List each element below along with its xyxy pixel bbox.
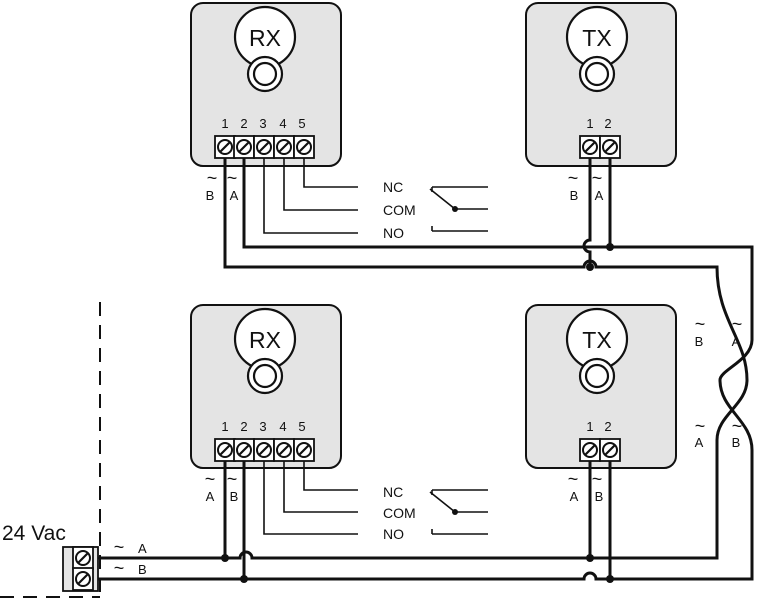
wire-label: B [206, 188, 215, 203]
wire-label: A [595, 188, 604, 203]
terminal-number: 5 [298, 419, 305, 434]
tilde-symbol: ~ [114, 558, 125, 578]
tilde-symbol: ~ [695, 416, 706, 436]
com-label: COM [383, 202, 416, 218]
terminal-number: 3 [259, 116, 266, 131]
nc-label: NC [383, 484, 403, 500]
rx-label: RX [249, 25, 281, 51]
tilde-symbol: ~ [568, 168, 579, 188]
rx-unit-top: RX 1 2 3 4 5 [190, 2, 342, 167]
terminal-number: 2 [240, 116, 247, 131]
wire-cross-lower-2 [588, 379, 749, 560]
tx-label: TX [582, 327, 611, 353]
junction-dots [221, 243, 614, 583]
cross-label: B [695, 334, 704, 349]
tilde-symbol: ~ [227, 168, 238, 188]
terminal-block [213, 134, 316, 160]
tilde-symbol: ~ [732, 314, 743, 334]
wire-label: B [595, 489, 604, 504]
terminal-number: 4 [279, 116, 286, 131]
terminal-number: 1 [586, 419, 593, 434]
wire-top-loop-b [223, 158, 749, 381]
tilde-symbol: ~ [227, 469, 238, 489]
wire-label: B [570, 188, 579, 203]
terminal-number: 2 [604, 419, 611, 434]
cross-label: A [732, 334, 741, 349]
tilde-symbol: ~ [207, 168, 218, 188]
wire-top-tx-b [582, 158, 592, 267]
no-label: NO [383, 225, 404, 241]
tx-label: TX [582, 25, 611, 51]
terminal-number: 2 [240, 419, 247, 434]
terminal-block [213, 437, 316, 463]
terminal-number: 1 [221, 116, 228, 131]
terminal-block [578, 134, 622, 160]
wire-top-loop-a [242, 158, 754, 381]
terminal-number: 4 [279, 419, 286, 434]
line-a-label: A [138, 541, 147, 556]
tilde-symbol: ~ [205, 469, 216, 489]
wire-supply-a [98, 550, 590, 560]
terminal-number: 1 [586, 116, 593, 131]
no-label: NO [383, 526, 404, 542]
rx-label: RX [249, 327, 281, 353]
cross-label: A [695, 435, 704, 450]
tilde-symbol: ~ [695, 314, 706, 334]
power-supply: 24 Vac ~ A ~ B [0, 302, 147, 598]
wire-label: A [206, 489, 215, 504]
tilde-symbol: ~ [114, 537, 125, 557]
relay-contacts-bottom: NC COM NO [263, 461, 488, 542]
terminal-number: 2 [604, 116, 611, 131]
tx-unit-top: TX 1 2 [525, 2, 677, 167]
wire-label: A [570, 489, 579, 504]
wire-label: B [230, 489, 239, 504]
tilde-symbol: ~ [592, 168, 603, 188]
wire-label: A [230, 188, 239, 203]
wire-supply-b [98, 571, 610, 581]
terminal-number: 5 [298, 116, 305, 131]
rx-unit-bottom: RX 1 2 3 4 5 [190, 304, 342, 469]
terminal-number: 1 [221, 419, 228, 434]
com-label: COM [383, 505, 416, 521]
wire-cross-lower-1 [608, 379, 754, 581]
tilde-symbol: ~ [732, 416, 743, 436]
line-b-label: B [138, 562, 147, 577]
power-label: 24 Vac [2, 522, 66, 545]
tilde-symbol: ~ [592, 469, 603, 489]
tx-unit-bottom: TX 1 2 [525, 304, 677, 469]
relay-contacts-top: NC COM NO [263, 158, 488, 241]
terminal-block [578, 437, 622, 463]
terminal-number: 3 [259, 419, 266, 434]
tilde-symbol: ~ [568, 469, 579, 489]
cross-label: B [732, 435, 741, 450]
nc-label: NC [383, 179, 403, 195]
